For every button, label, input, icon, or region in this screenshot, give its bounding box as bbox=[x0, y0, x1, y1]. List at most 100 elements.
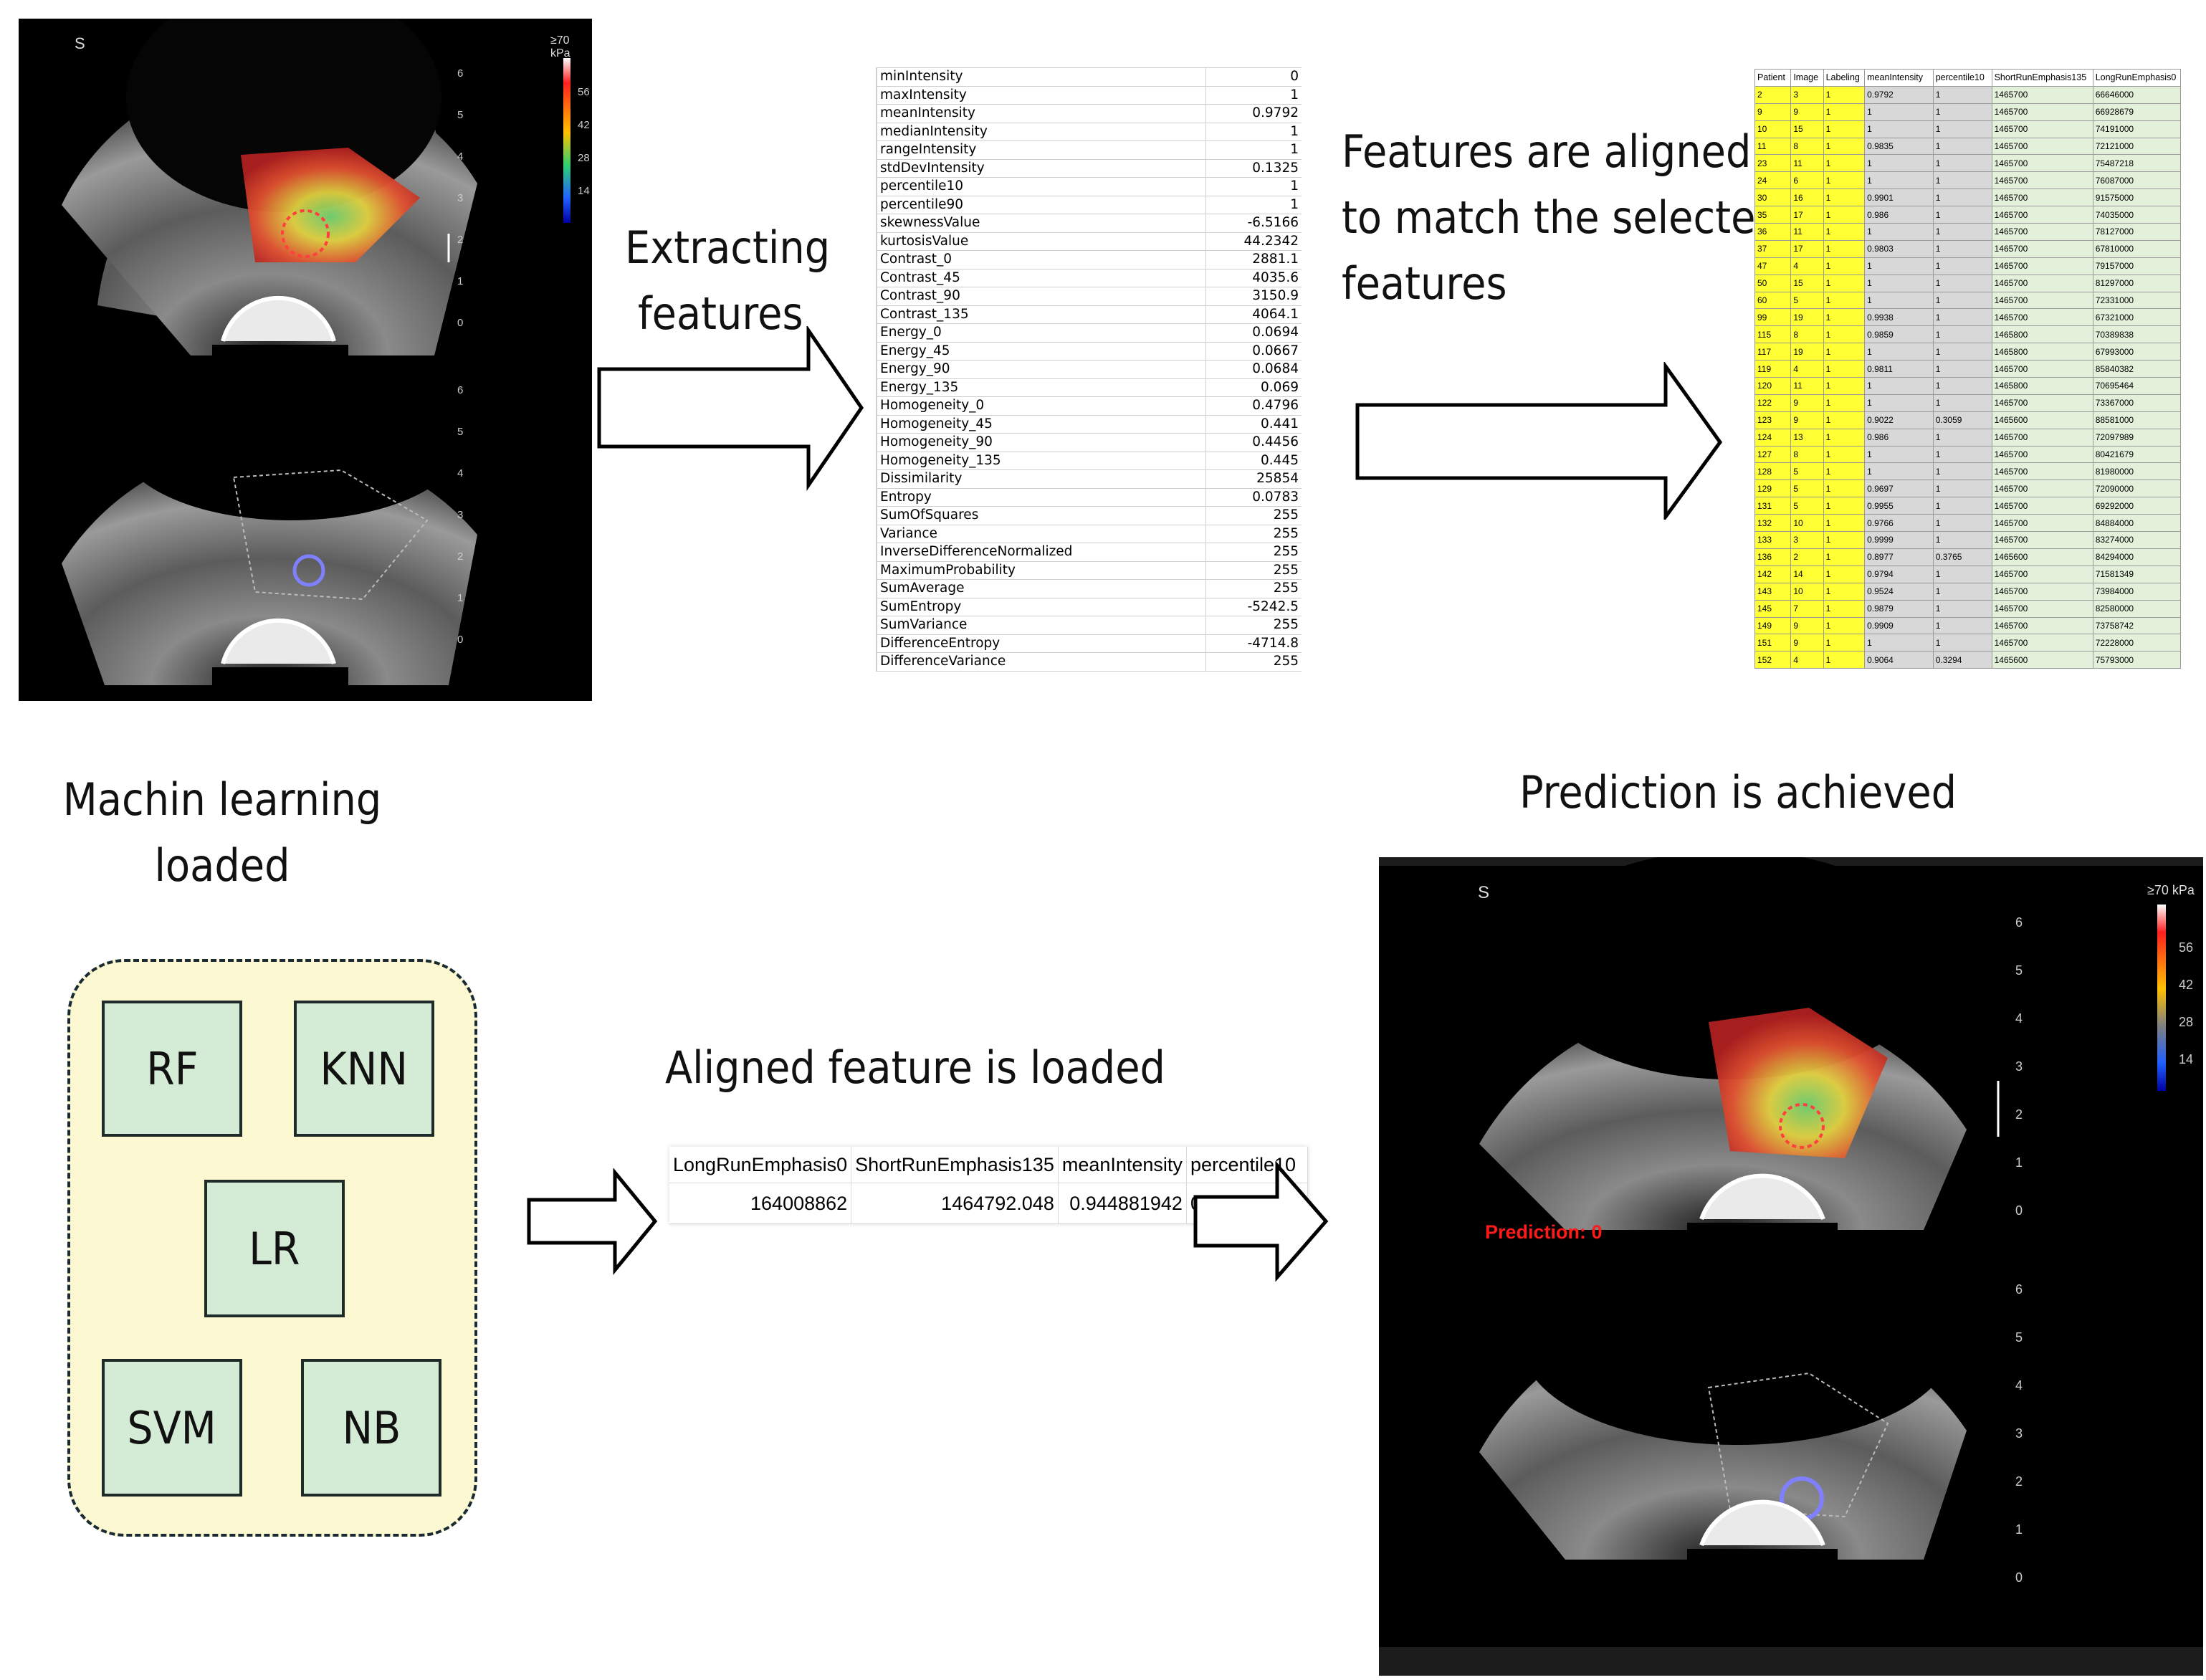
sheet-cell: 1465800 bbox=[1991, 325, 2093, 344]
feature-value: 0.4456 bbox=[1205, 433, 1302, 452]
sheet-col-header: Image bbox=[1790, 69, 1824, 87]
sheet-cell: 1 bbox=[1823, 548, 1866, 566]
sheet-cell: 9 bbox=[1790, 393, 1824, 412]
sheet-cell: 0.9835 bbox=[1864, 137, 1934, 156]
feature-name: SumVariance bbox=[877, 616, 1206, 635]
sheet-cell: 47 bbox=[1754, 257, 1792, 275]
sheet-cell: 1465700 bbox=[1991, 393, 2093, 412]
sheet-cell: 1 bbox=[1823, 360, 1866, 378]
sheet-cell: 1 bbox=[1932, 616, 1992, 635]
sheet-cell: 127 bbox=[1754, 445, 1792, 464]
sheet-cell: 1 bbox=[1823, 445, 1866, 464]
sheet-cell: 122 bbox=[1754, 393, 1792, 412]
feature-value: 0.441 bbox=[1205, 415, 1302, 434]
sheet-cell: 1465700 bbox=[1991, 85, 2093, 104]
sheet-cell: 1 bbox=[1864, 445, 1934, 464]
sheet-cell: 82580000 bbox=[2092, 599, 2181, 618]
sheet-cell: 1465700 bbox=[1991, 206, 2093, 224]
sheet-cell: 1 bbox=[1864, 154, 1934, 173]
feature-name: MaximumProbability bbox=[877, 561, 1206, 580]
sheet-cell: 1 bbox=[1823, 634, 1866, 652]
sheet-cell: 1 bbox=[1823, 377, 1866, 395]
sheet-cell: 16 bbox=[1790, 188, 1824, 207]
sheet-cell: 1465700 bbox=[1991, 137, 2093, 156]
feature-name: Homogeneity_135 bbox=[877, 452, 1206, 470]
feature-name: meanIntensity bbox=[877, 104, 1206, 123]
sheet-cell: 7 bbox=[1790, 599, 1824, 618]
sheet-cell: 1 bbox=[1932, 154, 1992, 173]
sheet-cell: 1465700 bbox=[1991, 120, 2093, 138]
sheet-cell: 1 bbox=[1823, 274, 1866, 292]
sheet-cell: 83274000 bbox=[2092, 531, 2181, 549]
sheet-cell: 1 bbox=[1864, 393, 1934, 412]
feature-value: 255 bbox=[1205, 579, 1302, 598]
sheet-cell: 11 bbox=[1790, 377, 1824, 395]
sheet-cell: 67321000 bbox=[2092, 308, 2181, 327]
sheet-cell: 85840382 bbox=[2092, 360, 2181, 378]
sheet-cell: 19 bbox=[1790, 308, 1824, 327]
sheet-cell: 67993000 bbox=[2092, 343, 2181, 361]
sheet-cell: 11 bbox=[1790, 223, 1824, 241]
sheet-cell: 70389838 bbox=[2092, 325, 2181, 344]
sheet-cell: 13 bbox=[1790, 428, 1824, 447]
sheet-cell: 1 bbox=[1823, 497, 1866, 515]
sheet-cell: 9 bbox=[1790, 616, 1824, 635]
sheet-cell: 117 bbox=[1754, 343, 1792, 361]
sheet-cell: 19 bbox=[1790, 343, 1824, 361]
sheet-cell: 1465700 bbox=[1991, 428, 2093, 447]
sheet-cell: 72121000 bbox=[2092, 137, 2181, 156]
sheet-cell: 5 bbox=[1790, 497, 1824, 515]
sheet-cell: 72228000 bbox=[2092, 634, 2181, 652]
feature-name: Entropy bbox=[877, 488, 1206, 507]
colorbar-title: ≥70 kPa bbox=[550, 34, 570, 59]
sheet-cell: 15 bbox=[1790, 274, 1824, 292]
feature-value: 0.9792 bbox=[1205, 104, 1302, 123]
sheet-col-header: meanIntensity bbox=[1864, 69, 1934, 87]
sheet-cell: 1 bbox=[1823, 188, 1866, 207]
arrow-extract bbox=[597, 326, 864, 491]
sheet-cell: 1465700 bbox=[1991, 531, 2093, 549]
colorbar-tick: 28 bbox=[578, 152, 590, 164]
feature-row: skewnessValue-6.5166 bbox=[877, 214, 1302, 233]
feature-name: Homogeneity_90 bbox=[877, 433, 1206, 452]
sheet-cell: 0.9909 bbox=[1864, 616, 1934, 635]
sheet-cell: 1 bbox=[1823, 651, 1866, 669]
sheet-cell: 1 bbox=[1932, 565, 1992, 583]
sheet-cell: 0.3765 bbox=[1932, 548, 1992, 566]
sheet-cell: 0.3059 bbox=[1932, 411, 1992, 429]
sheet-cell: 1465700 bbox=[1991, 171, 2093, 190]
sheet-cell: 73367000 bbox=[2092, 393, 2181, 412]
sheet-cell: 9 bbox=[1754, 102, 1792, 121]
feature-value: 255 bbox=[1205, 543, 1302, 562]
arrow-load bbox=[527, 1168, 658, 1275]
sheet-cell: 1465700 bbox=[1991, 360, 2093, 378]
sheet-cell: 1 bbox=[1932, 531, 1992, 549]
sheet-cell: 1 bbox=[1932, 393, 1992, 412]
caption-aligned-loaded: Aligned feature is loaded bbox=[665, 1041, 1165, 1094]
sheet-cell: 1 bbox=[1823, 291, 1866, 310]
sheet-cell: 1 bbox=[1823, 411, 1866, 429]
sheet-cell: 1 bbox=[1823, 393, 1866, 412]
value-cell: 1464792.048 bbox=[851, 1183, 1059, 1224]
feature-name: InverseDifferenceNormalized bbox=[877, 543, 1206, 562]
sheet-cell: 70695464 bbox=[2092, 377, 2181, 395]
sheet-cell: 79157000 bbox=[2092, 257, 2181, 275]
feature-name: Energy_45 bbox=[877, 342, 1206, 361]
caption-extracting: Extracting features bbox=[625, 221, 831, 340]
sheet-cell: 72331000 bbox=[2092, 291, 2181, 310]
sheet-cell: 1 bbox=[1823, 206, 1866, 224]
